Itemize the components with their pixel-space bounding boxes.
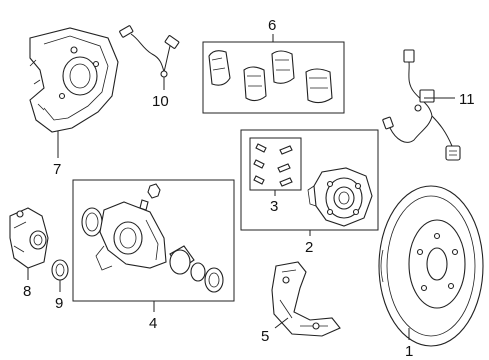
callout-7: 7 bbox=[53, 161, 61, 178]
seal-ring-part bbox=[51, 259, 69, 281]
caliper-bracket-part bbox=[271, 261, 341, 337]
hub-bolts-part bbox=[253, 143, 293, 187]
callout-9: 9 bbox=[55, 295, 63, 312]
speed-sensor-part bbox=[382, 49, 461, 161]
callout-3: 3 bbox=[270, 198, 278, 215]
sensor-wire-part bbox=[119, 25, 180, 78]
callout-6: 6 bbox=[268, 17, 276, 34]
callout-11: 11 bbox=[459, 91, 475, 108]
callout-5: 5 bbox=[261, 328, 269, 345]
hub-bearing-part bbox=[307, 167, 373, 227]
caliper-kit-box bbox=[72, 179, 235, 302]
callout-8: 8 bbox=[23, 283, 31, 300]
brake-pad-kit-box bbox=[202, 41, 345, 114]
callout-10: 10 bbox=[152, 93, 169, 110]
callout-2: 2 bbox=[305, 239, 313, 256]
brake-rotor-part bbox=[378, 185, 484, 347]
rear-caliper-part bbox=[9, 207, 49, 269]
callout-4: 4 bbox=[149, 315, 157, 332]
dust-shield-part bbox=[29, 27, 119, 133]
callout-1: 1 bbox=[405, 343, 413, 360]
leader-lines bbox=[27, 34, 455, 340]
hub-bearing-box bbox=[240, 129, 379, 231]
